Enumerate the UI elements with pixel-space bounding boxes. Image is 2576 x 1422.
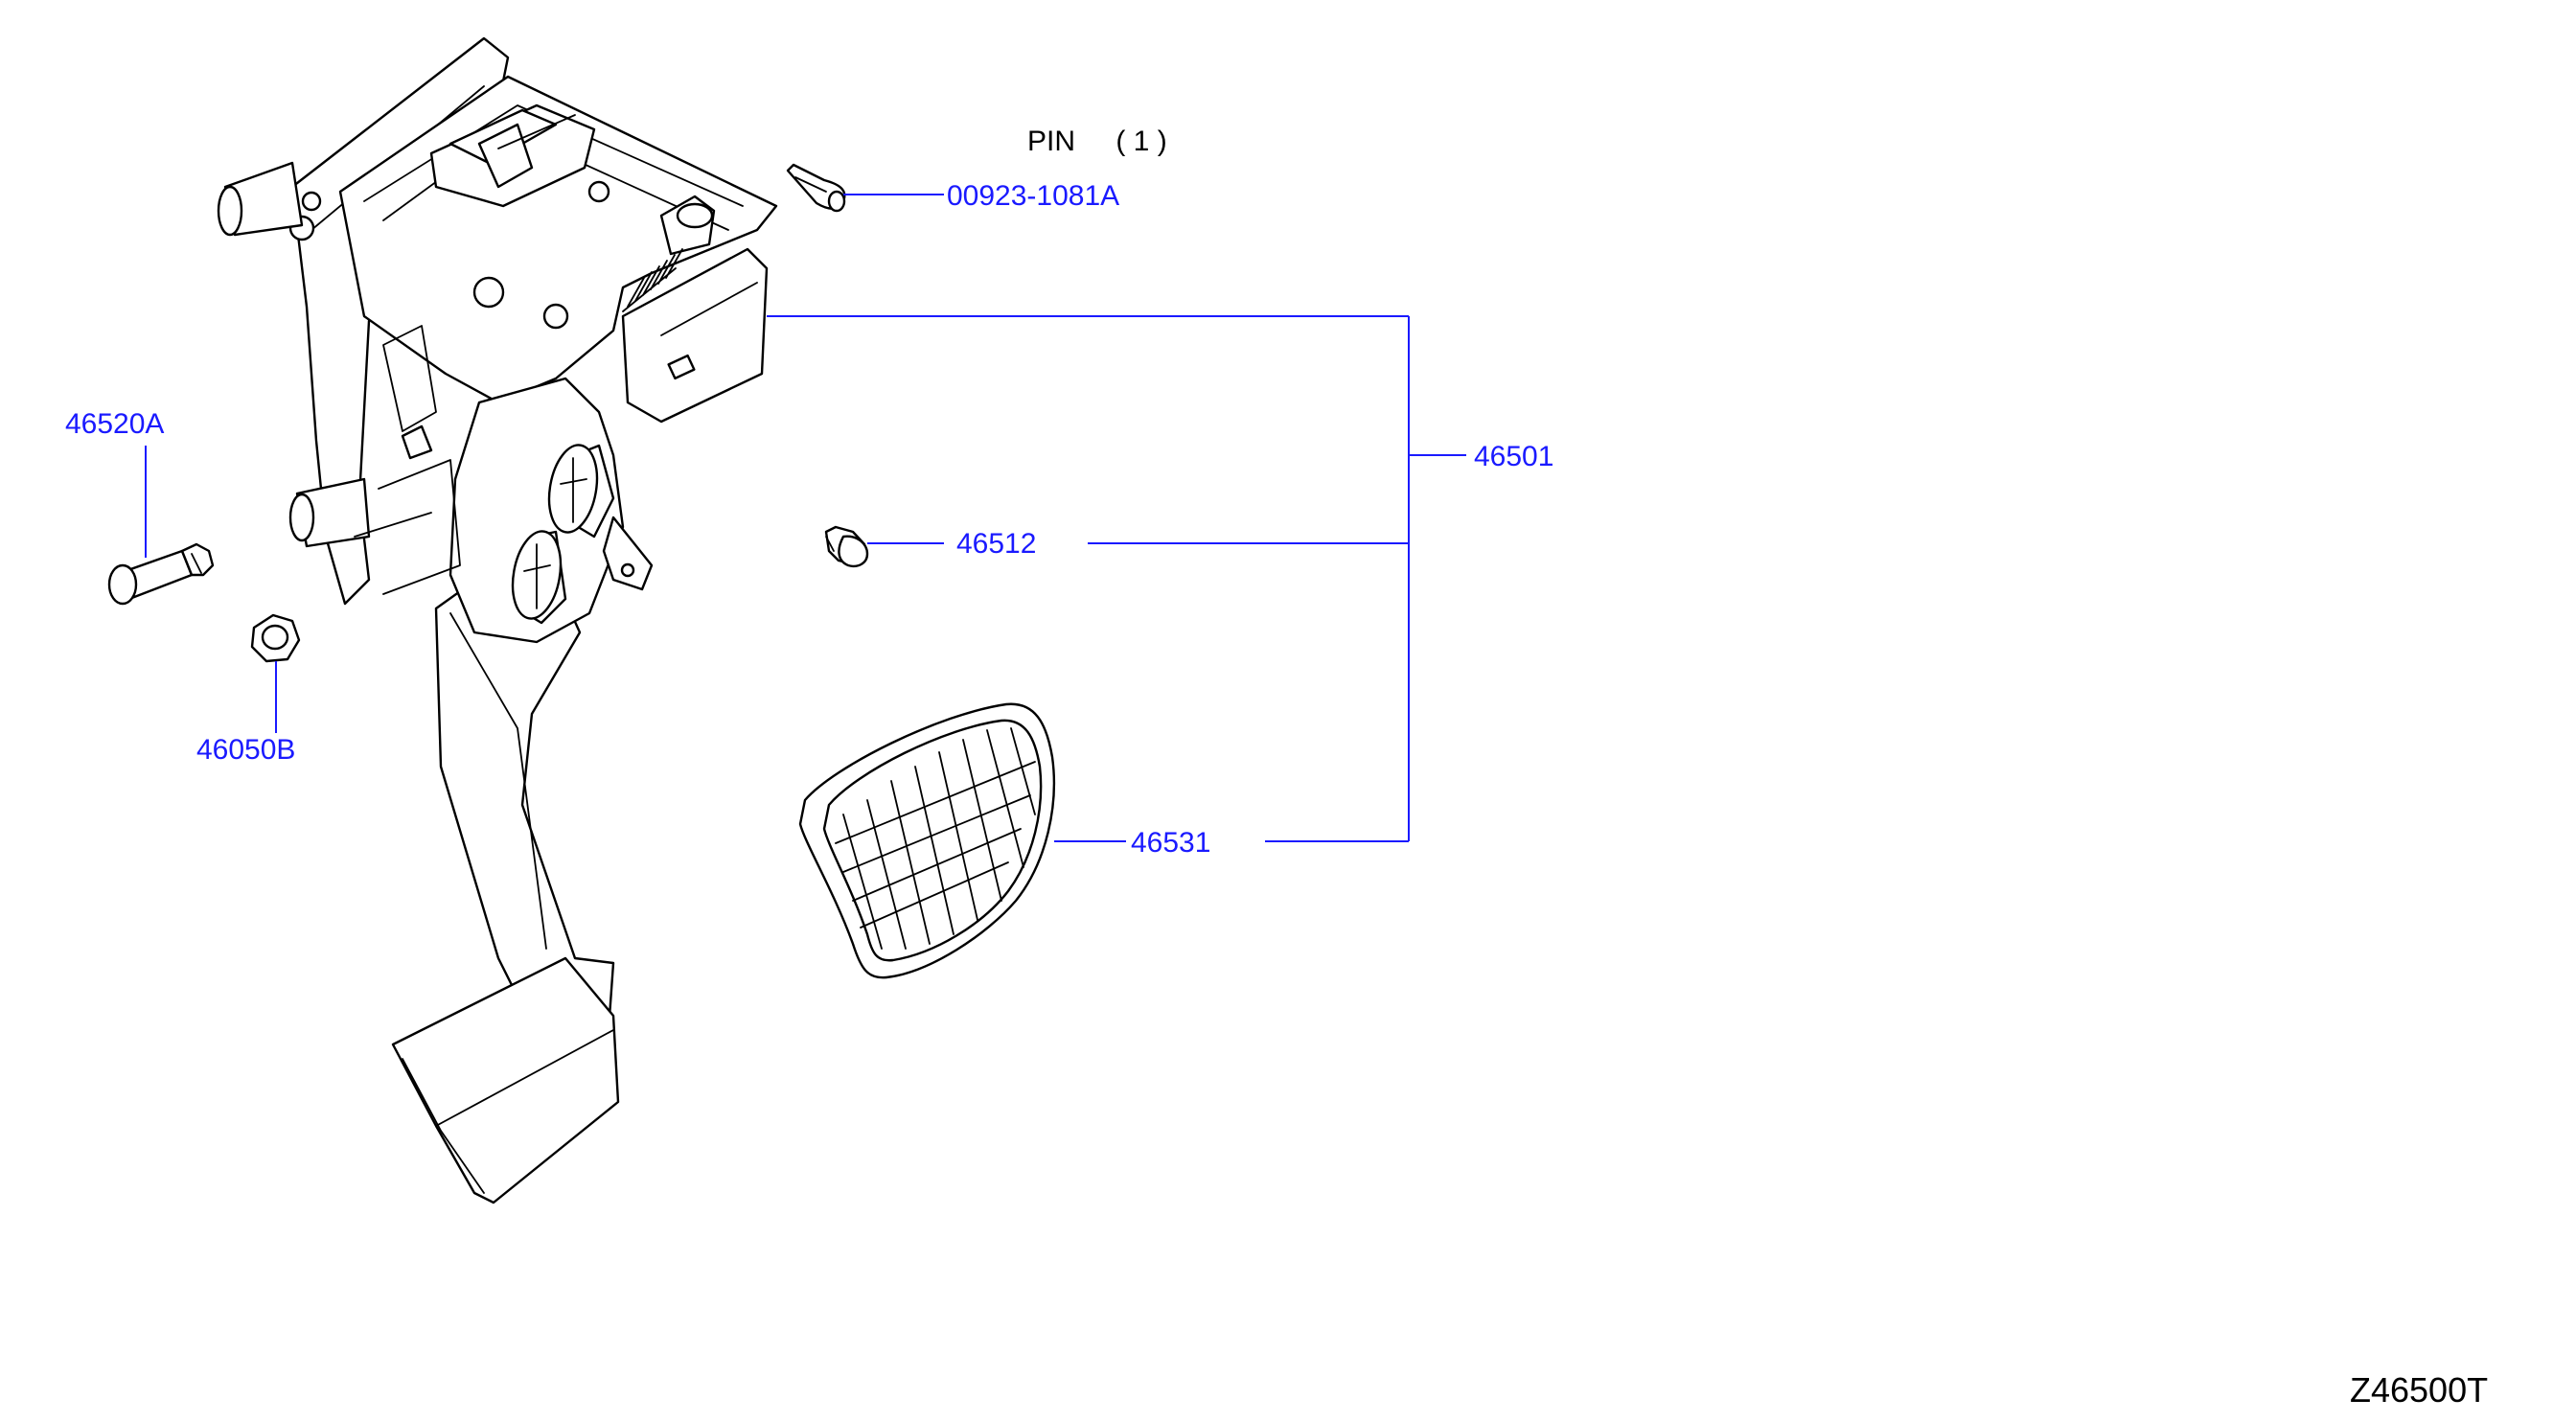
callout-46512[interactable]: 46512 [956,528,1037,560]
cotter-pin-illustration [786,163,846,213]
leader-lines [145,194,1466,842]
callout-46501[interactable]: 46501 [1474,441,1554,472]
pin-qty: ( 1 ) [1116,126,1167,157]
callout-00923-1081A[interactable]: 00923-1081A [947,180,1120,212]
pedal-assembly-illustration [217,36,778,1204]
stopper-rubber-illustration [824,525,869,567]
pin-name: PIN [1027,126,1076,157]
pin-header: PIN ( 1 ) [1027,127,1167,156]
callout-46050B[interactable]: 46050B [196,734,296,766]
bolt-illustration [107,542,215,606]
figure-code: Z46500T [2350,1370,2489,1410]
pedal-pad-illustration [798,702,1056,979]
nut-illustration [250,613,301,663]
callout-46531[interactable]: 46531 [1131,827,1211,859]
callout-46520A[interactable]: 46520A [65,408,165,440]
